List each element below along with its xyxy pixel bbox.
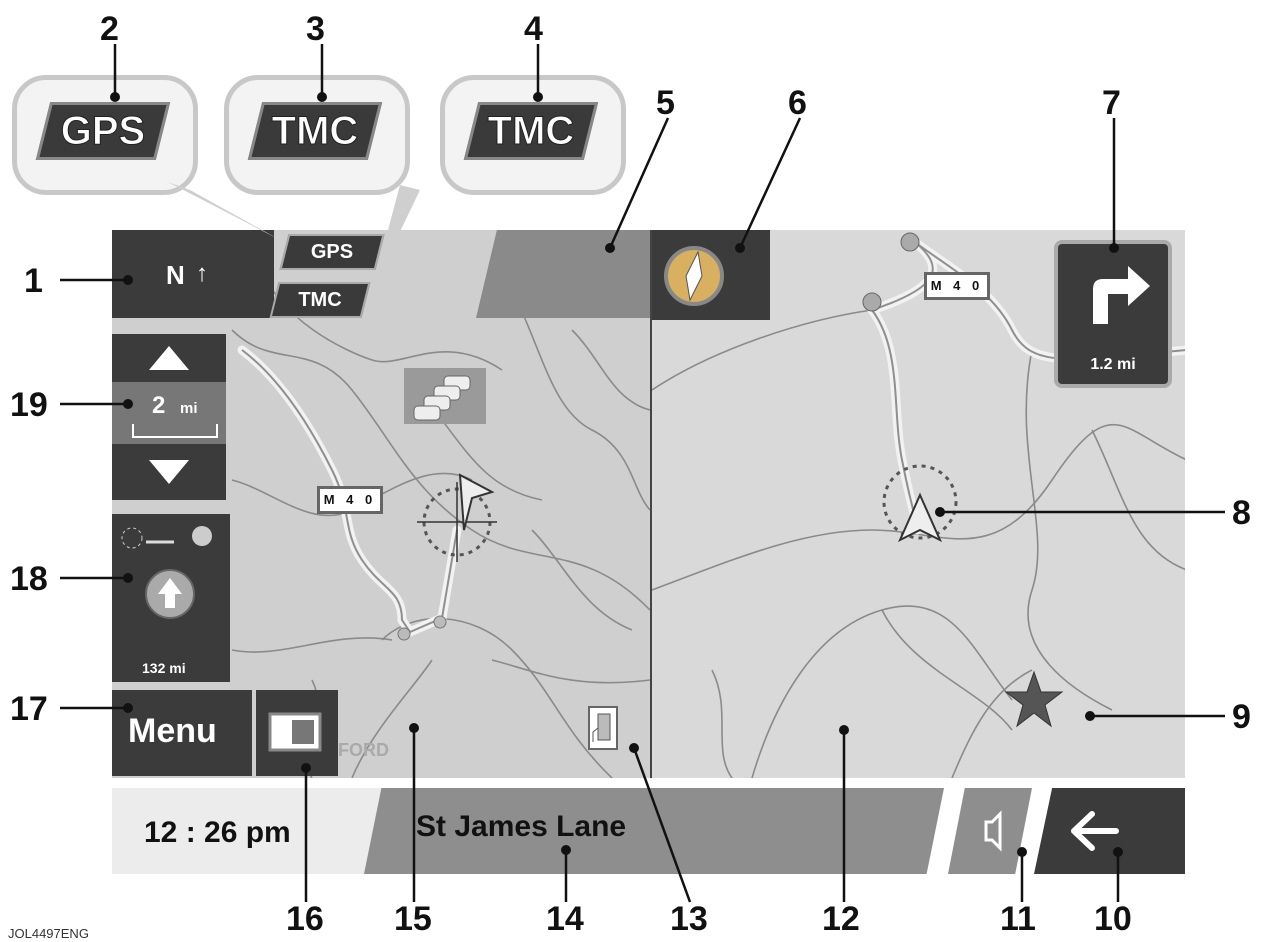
callout-15: 15	[394, 900, 432, 938]
callout-dot	[533, 92, 543, 102]
next-turn-distance: 1.2 mi	[1090, 356, 1136, 373]
zoom-value: 2	[152, 392, 166, 419]
zoom-unit: mi	[180, 400, 198, 417]
callout-dot	[110, 92, 120, 102]
back-button[interactable]	[1034, 788, 1185, 874]
split-screen-button[interactable]	[256, 690, 338, 776]
compass-icon	[664, 246, 724, 306]
menu-label: Menu	[128, 712, 217, 750]
compass-button[interactable]	[652, 230, 770, 320]
callout-dot	[735, 243, 745, 253]
callout-dot	[123, 573, 133, 583]
route-distance: 132 mi	[142, 660, 186, 676]
callout-dot	[1109, 243, 1119, 253]
clock-panel: 12 : 26 pm	[112, 788, 382, 874]
callout-14: 14	[546, 900, 584, 938]
callout-dot	[629, 743, 639, 753]
callout-dot	[123, 399, 133, 409]
callout-13: 13	[670, 900, 708, 938]
callout-dot	[1017, 847, 1027, 857]
main-map[interactable]: M 4 0 FORD	[112, 230, 650, 778]
callout-18: 18	[10, 560, 48, 598]
clock-time: 12 : 26 pm	[144, 816, 291, 849]
callout-dot	[1085, 711, 1095, 721]
scale-bar	[132, 424, 218, 438]
callout-dot	[317, 92, 327, 102]
callout-17: 17	[10, 690, 48, 728]
figure-code: JOL4497ENG	[8, 926, 89, 941]
north-up-button[interactable]: N ↑	[112, 230, 274, 318]
callout-dot	[123, 275, 133, 285]
direction-arrow-icon	[145, 569, 195, 619]
left-map-roads	[231, 269, 650, 778]
route-overview-button[interactable]: 132 mi	[112, 514, 230, 682]
speaker-icon	[984, 810, 1002, 852]
north-label: N	[166, 260, 185, 290]
navigation-screen: M 4 0 FORD	[112, 230, 1185, 876]
ford-watermark: FORD	[338, 740, 389, 760]
next-turn-panel[interactable]: 1.2 mi	[1054, 240, 1172, 388]
callout-1: 1	[24, 262, 43, 300]
fuel-station-icon[interactable]	[588, 706, 618, 750]
arrow-up-icon: ↑	[196, 260, 208, 287]
callout-3: 3	[306, 10, 325, 48]
callout-dot	[301, 763, 311, 773]
right-map-roads	[652, 232, 1185, 778]
callout-12: 12	[822, 900, 860, 938]
callout-4: 4	[524, 10, 543, 48]
callout-16: 16	[286, 900, 324, 938]
zoom-in-button[interactable]	[112, 334, 226, 382]
street-name: St James Lane	[416, 810, 627, 843]
callout-dot	[839, 725, 849, 735]
callout-11: 11	[1000, 900, 1036, 938]
status-bar: 12 : 26 pm St James Lane	[112, 778, 1185, 876]
road-label-m40: M 4 0	[924, 272, 990, 300]
callout-9: 9	[1232, 698, 1251, 736]
callout-dot	[409, 723, 419, 733]
road-label-m40: M 4 0	[317, 486, 383, 514]
callout-10: 10	[1094, 900, 1132, 938]
traffic-jam-icon[interactable]	[404, 368, 486, 424]
callout-2: 2	[100, 10, 119, 48]
zoom-scale: 2 mi	[112, 382, 226, 444]
callout-6: 6	[788, 84, 807, 122]
callout-19: 19	[10, 386, 48, 424]
split-view-map[interactable]: M 4 0 1.2 mi	[650, 230, 1185, 778]
callout-8: 8	[1232, 494, 1251, 532]
split-screen-icon	[268, 712, 322, 752]
star-icon[interactable]	[1004, 670, 1064, 730]
zoom-control: 2 mi	[112, 334, 226, 500]
turn-right-arrow-icon	[1093, 266, 1150, 324]
back-arrow-icon	[1071, 811, 1119, 851]
zoom-out-button[interactable]	[112, 446, 226, 498]
callout-5: 5	[656, 84, 675, 122]
route-progress-icon	[121, 526, 212, 549]
info-bar[interactable]	[476, 230, 650, 318]
callout-dot	[561, 845, 571, 855]
callout-7: 7	[1102, 84, 1121, 122]
callout-dot	[123, 703, 133, 713]
menu-button[interactable]: Menu	[112, 690, 252, 776]
callout-dot	[935, 507, 945, 517]
callout-dot	[605, 243, 615, 253]
gps-bubble: GPS	[12, 75, 198, 195]
callout-dot	[1113, 847, 1123, 857]
